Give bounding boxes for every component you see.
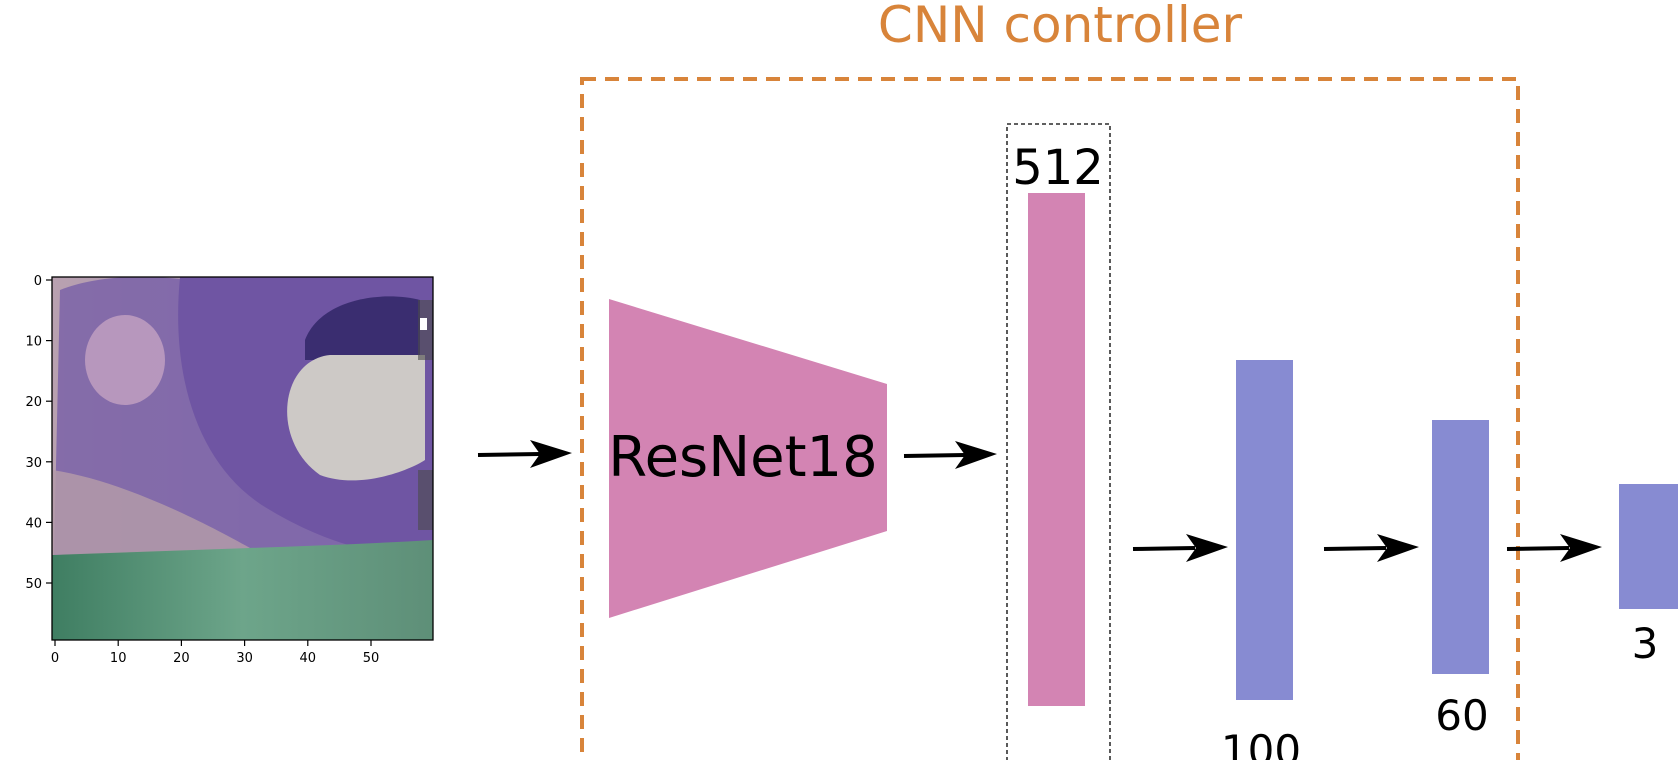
- feature-vector-box: [1006, 123, 1111, 760]
- arrow-fc60-to-output: [1506, 534, 1602, 562]
- input-image: [51, 276, 434, 641]
- arrow-backbone-to-features: [903, 441, 997, 469]
- backbone-label: ResNet18: [608, 425, 878, 490]
- feature-size-label: 512: [1012, 140, 1104, 196]
- y-tick-label: 50: [25, 577, 42, 592]
- x-tick-label: 50: [363, 651, 380, 666]
- image-x-axis: 0 10 20 30 40 50: [51, 640, 379, 666]
- feature-vector-bar: [1028, 193, 1085, 706]
- fc-layer-60-label: 60: [1435, 691, 1488, 740]
- y-tick-label: 30: [25, 456, 42, 471]
- fc-layer-60: [1432, 420, 1489, 674]
- y-tick-label: 0: [34, 274, 42, 289]
- y-tick-label: 20: [25, 395, 42, 410]
- image-y-axis: 0 10 20 30 40 50: [25, 274, 52, 592]
- x-tick-label: 0: [51, 651, 59, 666]
- y-tick-label: 10: [25, 335, 42, 350]
- x-tick-label: 20: [173, 651, 190, 666]
- fc-layer-100: [1236, 360, 1293, 700]
- arrow-image-to-backbone: [477, 440, 572, 468]
- x-tick-label: 10: [110, 651, 127, 666]
- fc-layer-100-label: 100: [1221, 726, 1301, 760]
- x-tick-label: 40: [300, 651, 317, 666]
- output-layer-3: [1619, 484, 1678, 609]
- diagram-title: CNN controller: [878, 0, 1243, 54]
- arrow-features-to-fc100: [1132, 534, 1228, 562]
- arrow-fc100-to-fc60: [1323, 534, 1419, 562]
- x-tick-label: 30: [236, 651, 253, 666]
- resnet18-backbone: [609, 299, 887, 618]
- controller-frame: [580, 77, 1520, 760]
- y-tick-label: 40: [25, 516, 42, 531]
- output-layer-3-label: 3: [1632, 619, 1659, 668]
